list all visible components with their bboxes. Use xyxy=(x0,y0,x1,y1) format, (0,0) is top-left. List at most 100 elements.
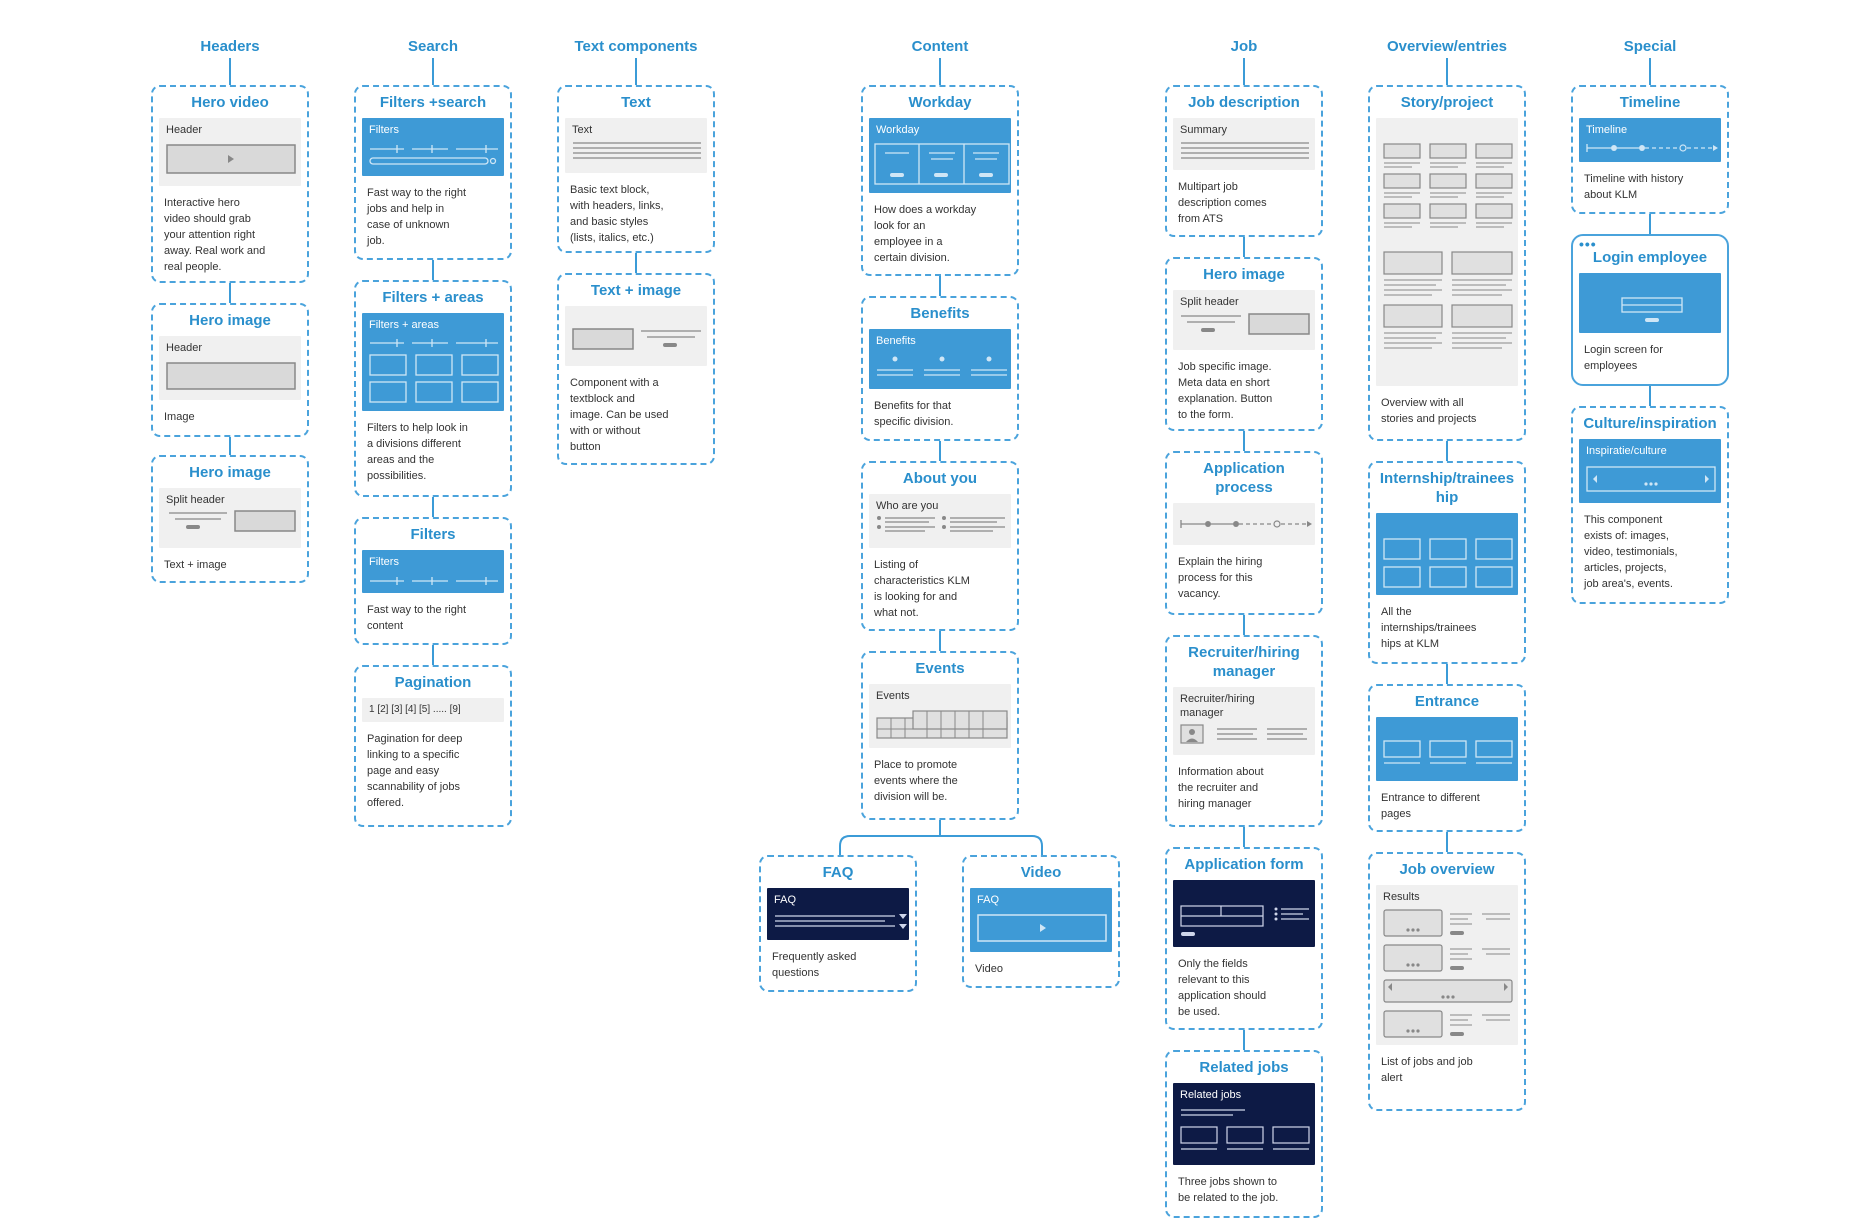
more-dots-icon: ••• xyxy=(1579,236,1597,252)
frame-label: FAQ xyxy=(774,894,797,906)
frame-label: Summary xyxy=(1180,124,1228,136)
card-workday[interactable]: Workday Workday How does a workday look … xyxy=(861,85,1019,276)
card-description: How does a workday look for an employee … xyxy=(874,204,977,264)
card-title: Filters xyxy=(410,526,456,543)
card-description: Only the fields relevant to this applica… xyxy=(1178,958,1267,1018)
card-description: Fast way to the right content xyxy=(367,604,467,632)
card-entrance[interactable]: Entrance Entrance to different pages xyxy=(1368,684,1526,832)
frame-preview: Filters + areas xyxy=(362,313,504,411)
workday-columns-icon xyxy=(874,143,1010,185)
card-hero-image-split[interactable]: Hero image Split header Text + image xyxy=(151,455,309,583)
card-description: Filters to help look in a divisions diff… xyxy=(367,422,468,482)
card-title: Text + image xyxy=(590,282,682,299)
card-filters[interactable]: Filters Filters Fast way to the right co… xyxy=(354,517,512,645)
benefits-icon xyxy=(877,356,1007,376)
card-filters-search[interactable]: Filters +search Filters Fast way to the … xyxy=(354,85,512,260)
frame-preview: Timeline xyxy=(1579,118,1721,162)
card-about-you[interactable]: About you Who are you Listing of charact… xyxy=(861,461,1019,631)
card-job-description[interactable]: Job description Summary Multipart job de… xyxy=(1165,85,1323,237)
column-title-search: Search xyxy=(407,38,459,55)
card-title: Hero image xyxy=(189,312,271,329)
frame-label: Header xyxy=(166,124,203,136)
card-description: Multipart job description comes from ATS xyxy=(1178,181,1267,225)
frame-preview: Split header xyxy=(159,488,301,548)
card-description: Listing of characteristics KLM is lookin… xyxy=(874,559,970,619)
card-story-project[interactable]: Story/project Overview with all stories … xyxy=(1368,85,1526,441)
card-culture-inspiration[interactable]: Culture/inspiration Inspiratie/culture T… xyxy=(1571,406,1729,604)
card-text-image[interactable]: Text + image Component with a textblock … xyxy=(557,273,715,465)
frame-label: Events xyxy=(876,690,910,702)
card-title: Recruiter/hiring manager xyxy=(1188,644,1300,680)
frame-label: Split header xyxy=(1180,296,1239,308)
card-faq[interactable]: FAQ FAQ Frequently asked questions xyxy=(759,855,917,992)
card-title: Filters +search xyxy=(379,94,487,111)
card-description: Fast way to the right jobs and help in c… xyxy=(367,187,467,247)
card-benefits[interactable]: Benefits Benefits Benefits for that spec… xyxy=(861,296,1019,441)
frame-preview: Related jobs xyxy=(1173,1083,1315,1165)
card-title: Application process xyxy=(1203,460,1285,496)
card-related-jobs[interactable]: Related jobs Related jobs Three jobs sho… xyxy=(1165,1050,1323,1218)
frame-label: Filters + areas xyxy=(369,319,439,331)
card-description: Component with a textblock and image. Ca… xyxy=(570,377,669,453)
frame-label: Who are you xyxy=(876,500,939,512)
frame-preview: Events xyxy=(869,684,1011,748)
card-recruiter[interactable]: Recruiter/hiring manager Recruiter/hirin… xyxy=(1165,635,1323,827)
card-description: Video xyxy=(975,963,1003,975)
form-fields-icon xyxy=(1180,905,1309,936)
card-text[interactable]: Text Text Basic text block, with headers… xyxy=(557,85,715,253)
frame-preview: Split header xyxy=(1173,290,1315,350)
card-description: Pagination for deep linking to a specifi… xyxy=(367,733,463,809)
card-timeline[interactable]: Timeline Timeline Timeline with history … xyxy=(1571,85,1729,214)
frame-label: Header xyxy=(166,342,203,354)
filter-sliders-icon xyxy=(370,577,498,585)
card-description: Image xyxy=(164,411,195,423)
column-title-overview: Overview/entries xyxy=(1386,38,1508,55)
pagination-sample: 1 [2] [3] [4] [5] ..... [9] xyxy=(369,704,461,715)
card-internship[interactable]: Internship/trainees hip All the internsh… xyxy=(1368,461,1526,664)
job-results-icon xyxy=(1383,909,1513,1038)
card-title: FAQ xyxy=(822,864,854,881)
card-events[interactable]: Events Events Place to promote events wh… xyxy=(861,651,1019,820)
frame-label: Inspiratie/culture xyxy=(1586,445,1667,457)
card-description: Login screen for employees xyxy=(1584,344,1663,372)
card-description: Three jobs shown to be related to the jo… xyxy=(1178,1176,1279,1204)
video-placeholder-icon xyxy=(166,144,296,174)
video-play-icon xyxy=(977,914,1107,942)
frame-preview xyxy=(1173,880,1315,947)
carousel-icon xyxy=(1586,466,1716,492)
card-description: Information about the recruiter and hiri… xyxy=(1178,766,1264,810)
timeline-icon xyxy=(1586,144,1718,152)
card-description: List of jobs and job alert xyxy=(1381,1056,1473,1084)
frame-label: Split header xyxy=(166,494,225,506)
card-job-hero-image[interactable]: Hero image Split header Job specific ima… xyxy=(1165,257,1323,431)
card-filters-areas[interactable]: Filters + areas Filters + areas Filters … xyxy=(354,280,512,497)
card-application-form[interactable]: Application form Only the fields relevan… xyxy=(1165,847,1323,1030)
events-grid-icon xyxy=(876,710,1008,739)
card-video[interactable]: Video FAQ Video xyxy=(962,855,1120,988)
frame-preview: Header xyxy=(159,118,301,186)
frame-label: Related jobs xyxy=(1180,1089,1242,1101)
frame-label: Results xyxy=(1383,891,1420,903)
card-description: Place to promote events where the divisi… xyxy=(874,759,958,803)
card-hero-video[interactable]: Hero video Header Interactive hero video… xyxy=(151,85,309,283)
card-title: Culture/inspiration xyxy=(1583,415,1717,432)
bullet-list-icon xyxy=(877,516,1005,532)
card-description: Interactive hero video should grab your … xyxy=(164,197,266,273)
split-header-icon xyxy=(1181,313,1310,335)
card-title: Hero image xyxy=(1203,266,1285,283)
card-title: Job overview xyxy=(1399,861,1495,878)
card-login-employee[interactable]: ••• Login employee Login screen for empl… xyxy=(1571,234,1729,386)
card-title: About you xyxy=(902,470,978,487)
card-hero-image[interactable]: Hero image Header Image xyxy=(151,303,309,437)
card-description: This component exists of: images, video,… xyxy=(1584,514,1678,590)
frame-label: Filters xyxy=(369,124,399,136)
column-title-text-components: Text components xyxy=(574,38,698,55)
card-application-process[interactable]: Application process Explain the hiring p… xyxy=(1165,451,1323,615)
card-job-overview[interactable]: Job overview Results List of jobs and jo… xyxy=(1368,852,1526,1111)
frame-label: Filters xyxy=(369,556,399,568)
card-pagination[interactable]: Pagination 1 [2] [3] [4] [5] ..... [9] P… xyxy=(354,665,512,827)
card-description: Entrance to different pages xyxy=(1381,792,1480,820)
card-description: Timeline with history about KLM xyxy=(1584,173,1684,201)
frame-preview xyxy=(1376,717,1518,781)
internship-grid-icon xyxy=(1383,538,1513,588)
